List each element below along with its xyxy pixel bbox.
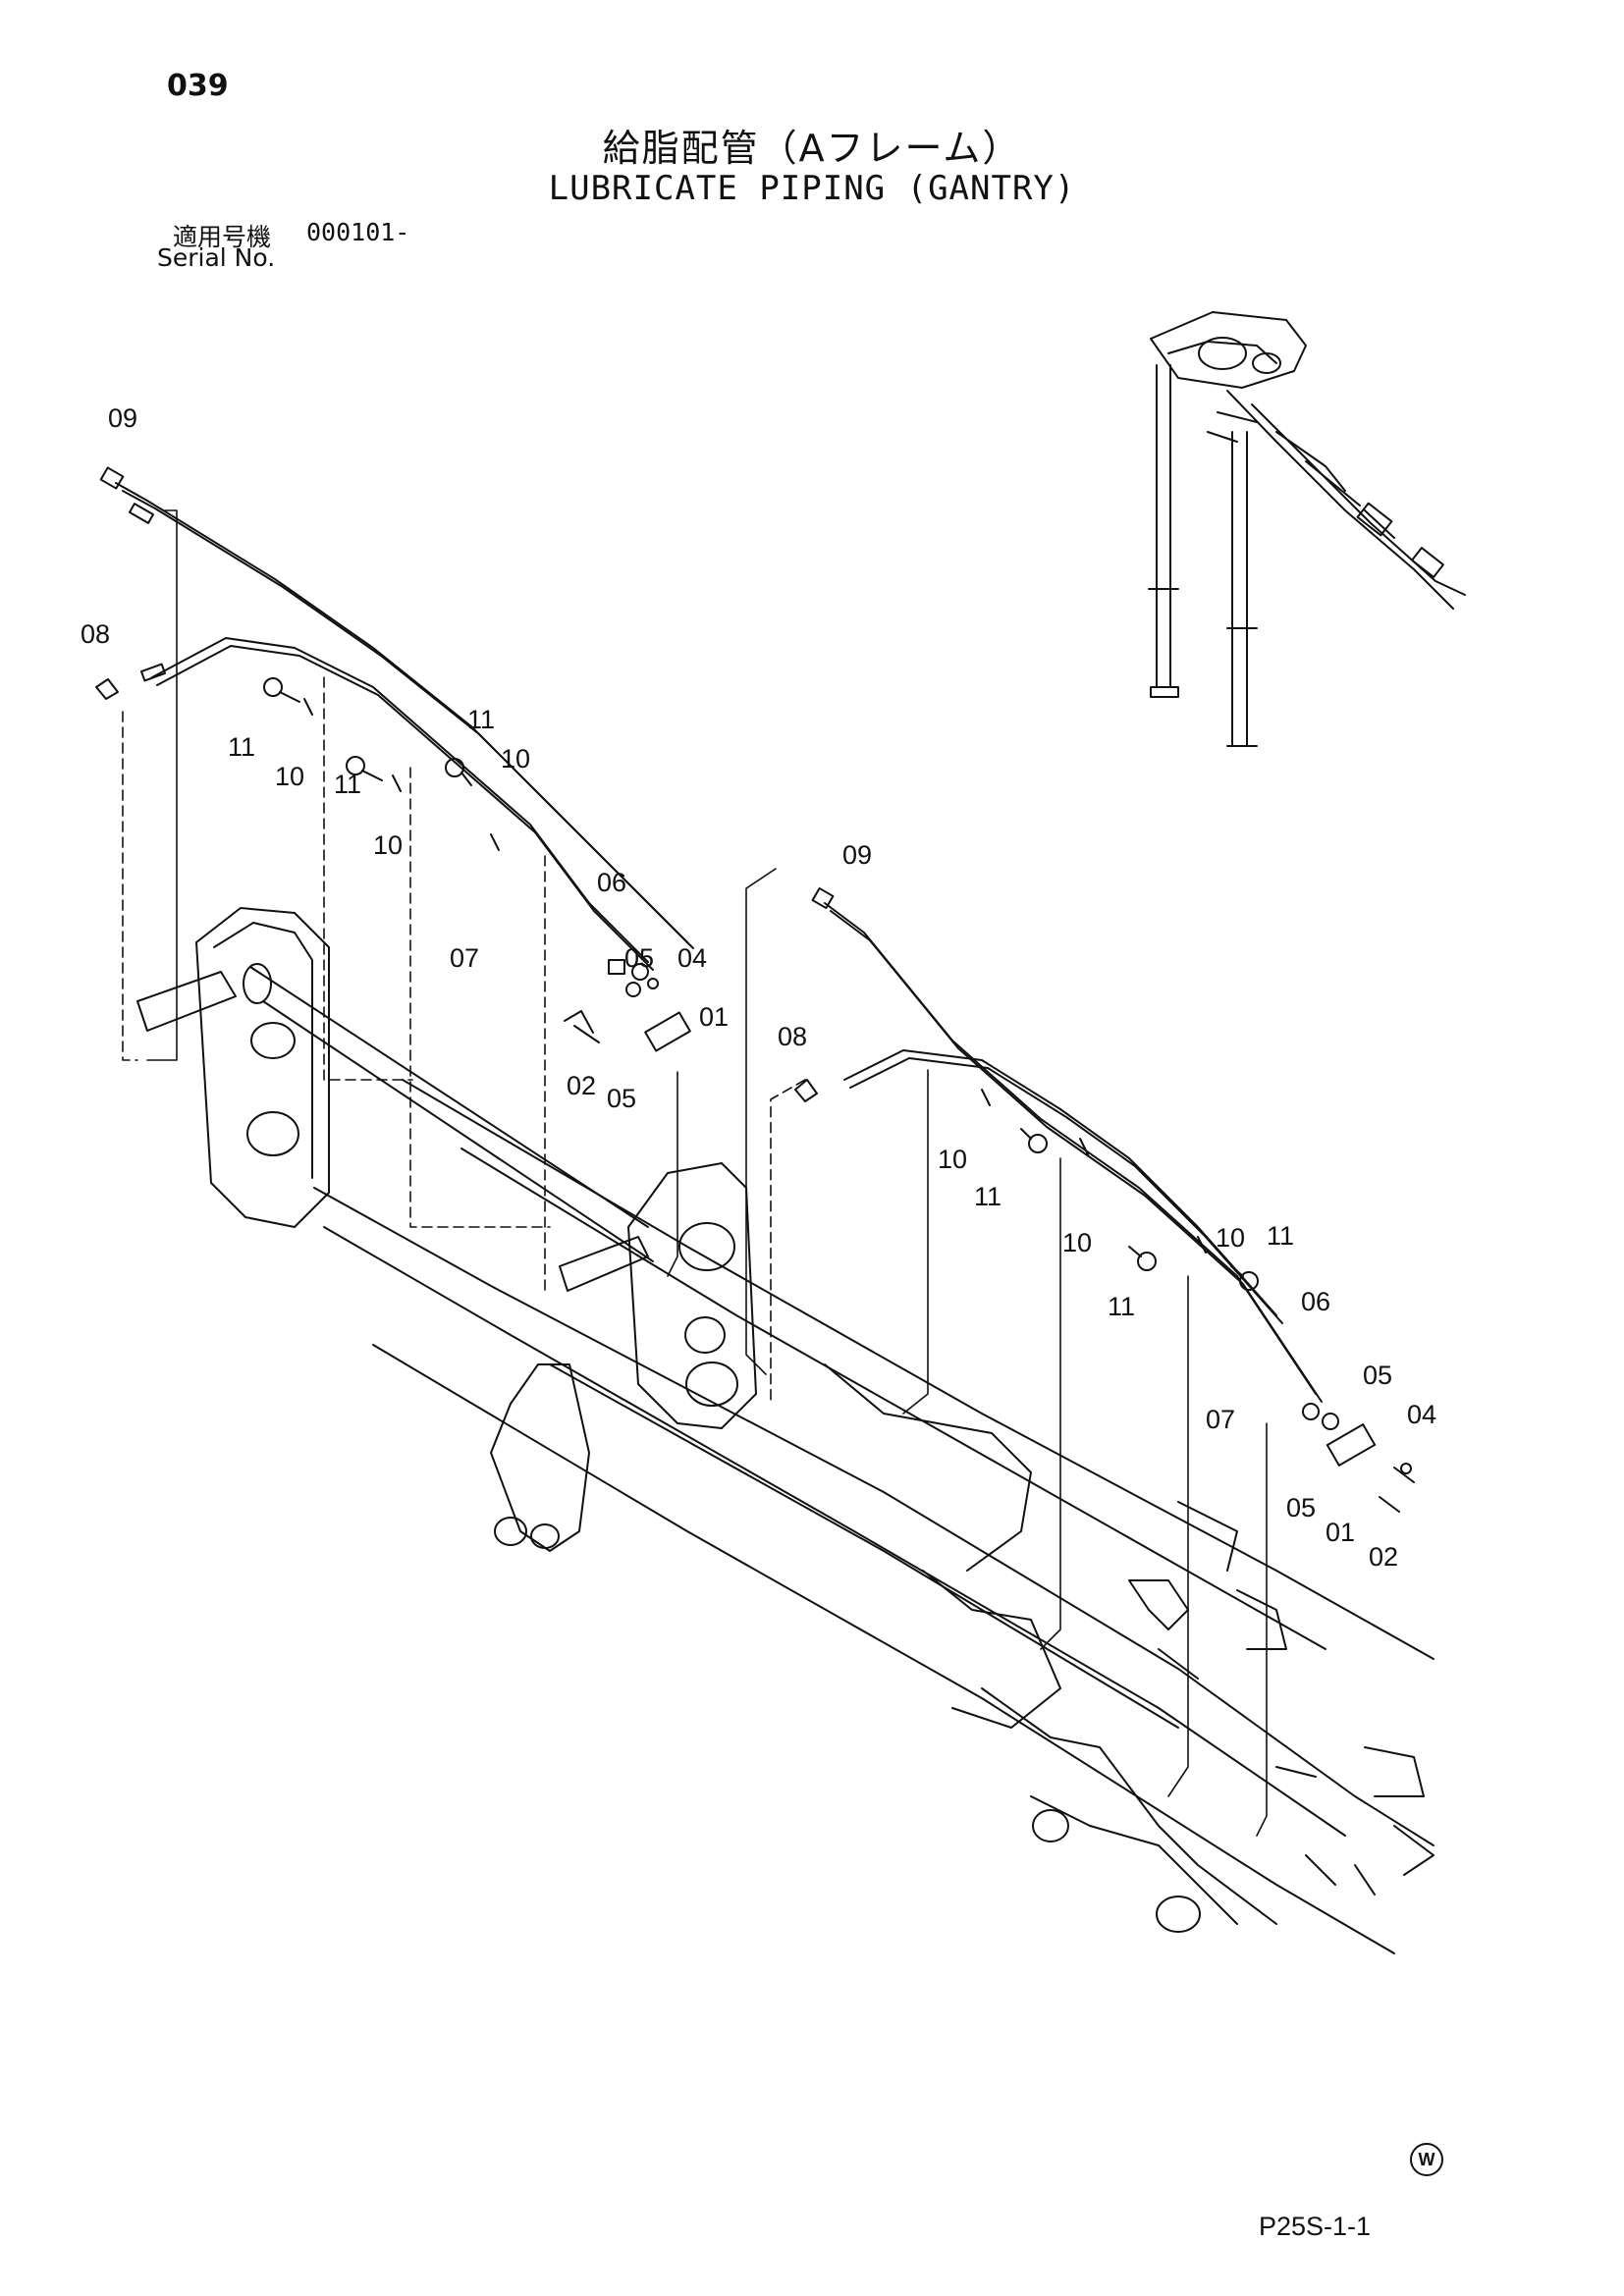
callout-label: 02 <box>1369 1542 1398 1572</box>
callout-label: 11 <box>1108 1292 1135 1321</box>
callout-label: 09 <box>842 840 872 870</box>
callout-label: 06 <box>1301 1287 1330 1316</box>
callout-label: 02 <box>567 1071 596 1100</box>
callout-label: 11 <box>1267 1221 1294 1251</box>
serial-number-value: 000101- <box>306 218 410 246</box>
callout-label: 04 <box>1407 1400 1436 1429</box>
gantry-overview-thumbnail <box>1148 311 1466 747</box>
page-title-japanese: 給脂配管（Aフレーム） <box>602 127 1022 170</box>
fittings-and-hardware <box>95 466 1415 1513</box>
callout-label: 01 <box>699 1002 729 1032</box>
serial-label-japanese: 適用号機 <box>173 223 272 251</box>
callout-label: 10 <box>501 744 530 774</box>
callout-label: 10 <box>1062 1228 1092 1257</box>
callouts-upper-left: 09 08 11 10 11 10 11 10 06 07 05 04 01 0… <box>81 403 729 1113</box>
callout-label: 11 <box>334 770 361 799</box>
callout-label: 10 <box>275 762 304 791</box>
callout-label: 01 <box>1326 1518 1355 1547</box>
callout-label: 05 <box>1363 1361 1392 1390</box>
reference-code: P25S-1-1 <box>1259 2212 1372 2241</box>
page-title-english: LUBRICATE PIPING (GANTRY) <box>548 169 1076 208</box>
callout-label: 07 <box>450 943 479 973</box>
page-number: 039 <box>167 69 229 103</box>
callout-label: 10 <box>373 830 403 860</box>
w-circle-mark: W <box>1410 2143 1443 2176</box>
callout-label: 08 <box>778 1022 807 1051</box>
callouts-lower-right: 09 08 10 11 10 11 10 11 06 07 05 04 05 0… <box>778 840 1436 1572</box>
callout-label: 08 <box>81 619 110 649</box>
callout-label: 04 <box>677 943 707 973</box>
callout-label: 09 <box>108 403 137 433</box>
callout-label: 11 <box>228 732 255 762</box>
leader-lines <box>122 509 1268 1837</box>
gantry-frame-drawing <box>136 907 1435 1954</box>
lubrication-pipes <box>115 482 1323 1403</box>
serial-label-english: Serial No. <box>157 243 276 272</box>
callout-label: 06 <box>597 868 626 897</box>
callout-label: 07 <box>1206 1405 1235 1434</box>
callout-label: 11 <box>974 1182 1001 1211</box>
callout-label: 05 <box>1286 1493 1316 1522</box>
callout-label: 05 <box>624 943 654 973</box>
callout-label: 10 <box>938 1145 967 1174</box>
callout-label: 05 <box>607 1084 636 1113</box>
callout-label: 10 <box>1216 1223 1245 1253</box>
callout-label: 11 <box>467 705 495 734</box>
